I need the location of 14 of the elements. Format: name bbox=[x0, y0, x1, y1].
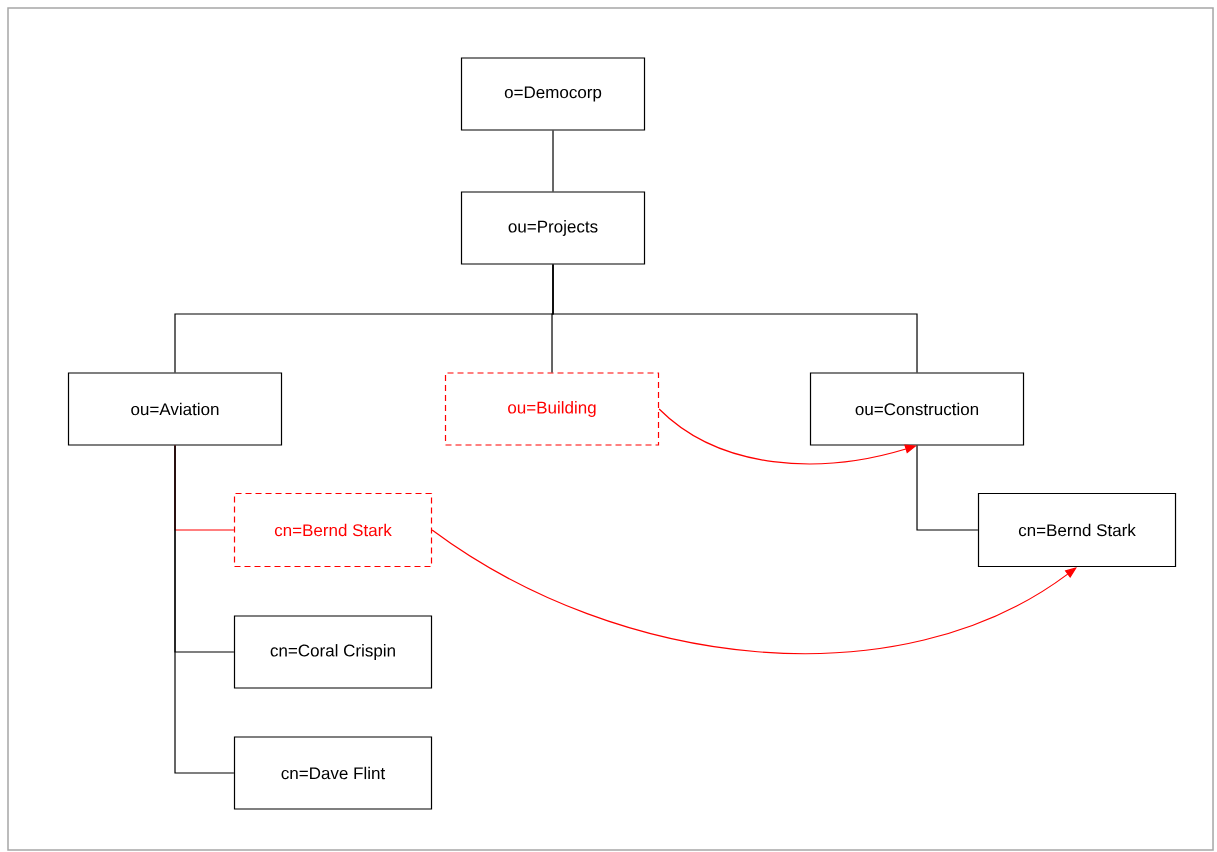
entry-box: cn=Coral Crispin bbox=[233, 615, 433, 689]
connector-line bbox=[552, 264, 918, 373]
entry-box: ou=Aviation bbox=[67, 372, 283, 446]
arrow bbox=[431, 529, 1077, 655]
connector-line bbox=[552, 130, 554, 192]
entry-box: cn=Bernd Stark bbox=[977, 492, 1177, 568]
dashed-entry-box: cn=Bernd Stark bbox=[233, 492, 433, 568]
entry-box: cn=Dave Flint bbox=[233, 736, 433, 810]
entry-box: ou=Projects bbox=[460, 191, 646, 265]
dashed-entry-box: ou=Building bbox=[444, 372, 660, 446]
entry-box: o=Democorp bbox=[460, 57, 646, 131]
entry-box: ou=Construction bbox=[809, 372, 1025, 446]
connector-line bbox=[174, 445, 235, 774]
connector-line bbox=[916, 445, 979, 531]
